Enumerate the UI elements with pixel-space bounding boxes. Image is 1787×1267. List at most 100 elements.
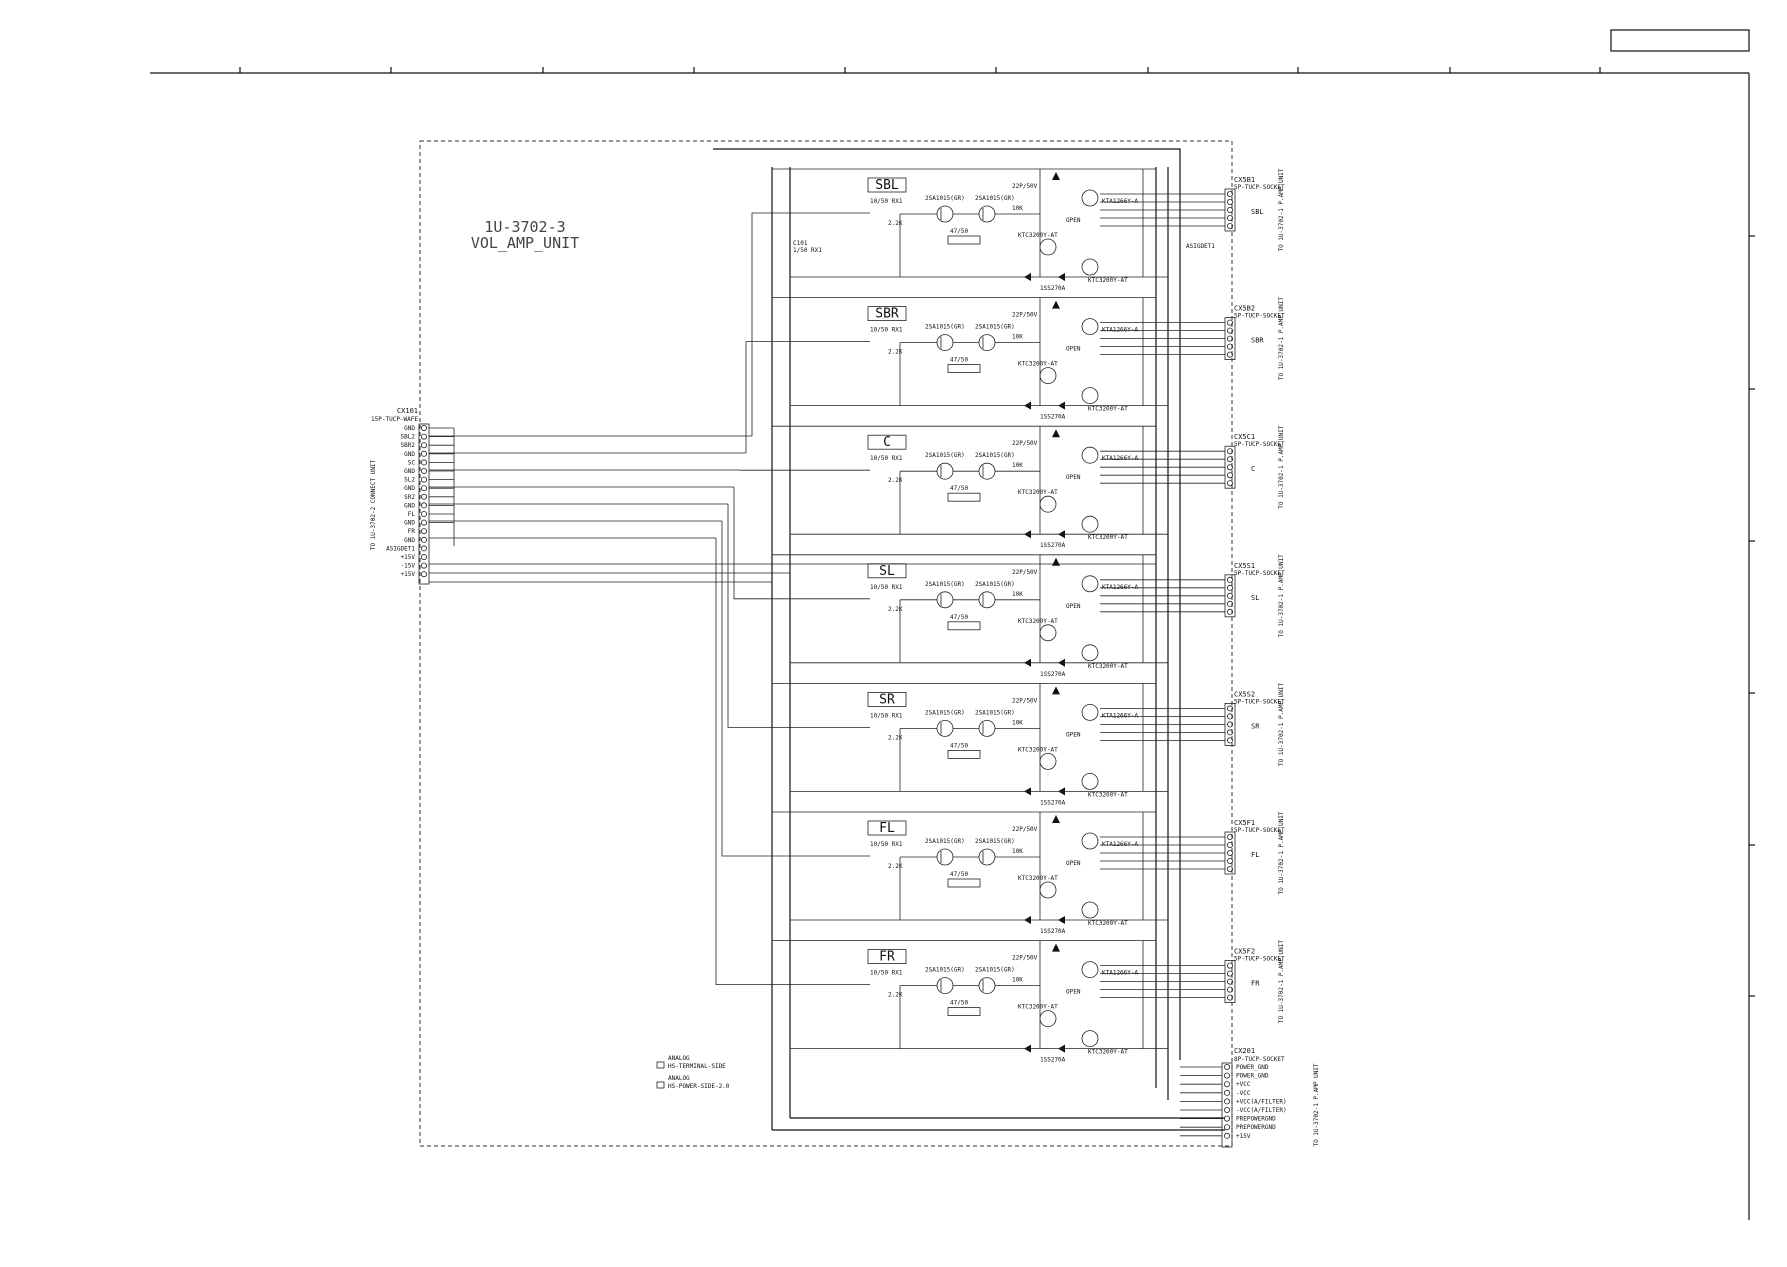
input-pin [421,434,426,439]
q-out-npn-label: KTC3200Y-AT [1018,875,1058,882]
q-in-label: 2SA1015(GR) [925,324,965,331]
cap-small-label: 22P/50V [1012,312,1038,319]
transistor-npn [1040,1011,1056,1027]
c101-ref: C101 [793,240,808,247]
diode-label: 1SS270A [1040,542,1066,549]
cap-in-label: 10/50 RX1 [870,841,903,848]
legend-text-2: HS-POWER-SIDE-2.0 [668,1083,730,1090]
cap-fb-label: 47/50 [950,742,968,749]
diode-symbol [1052,301,1060,309]
channel-input-wire [722,521,870,856]
r-in-label: 2.2K [888,734,903,741]
power-pin [1224,1073,1229,1078]
r-fb-label: 10K [1012,462,1023,469]
power-connector: CX201 8P-TUCP-SOCKET POWER_GNDPOWER_GND+… [1180,1047,1320,1147]
input-pin-label: SL2 [404,477,415,484]
q-out-npn-label: KTC3200Y-AT [1018,618,1058,625]
cap-in-label: 10/50 RX1 [870,327,903,334]
input-pin [421,529,426,534]
r-fb-label: 10K [1012,205,1023,212]
cap-small-label: 22P/50V [1012,955,1038,962]
socket-pin [1227,481,1232,486]
diode-label: 1SS270A [1040,671,1066,678]
socket-dest: TO 1U-3702-1 P.AMP UNIT [1278,811,1285,894]
open-label: OPEN [1066,731,1081,738]
socket-pin [1227,850,1232,855]
legend: ANALOG HS-TERMINAL-SIDE ANALOG HS-POWER-… [657,1055,730,1090]
power-connector-type: 8P-TUCP-SOCKET [1234,1056,1285,1063]
cap-small-label: 22P/50V [1012,569,1038,576]
q-in-label: 2SA1015(GR) [975,709,1015,716]
r-in-label: 2.2K [888,349,903,356]
input-pin-label: ASIGDET1 [386,545,415,552]
q-out-npn-label: KTC3200Y-AT [1018,232,1058,239]
socket-channel-label: C [1251,465,1255,473]
diode-symbol [1052,944,1060,952]
input-pin [421,451,426,456]
input-connector-type: 15P-TUCP-WAFE [371,416,418,423]
power-pin-label: +VCC(A/FILTER) [1236,1098,1287,1105]
input-pin-label: SBL2 [401,434,416,441]
open-label: OPEN [1066,346,1081,353]
transistor-npn [1082,902,1098,918]
r-fb-label: 10K [1012,848,1023,855]
power-pin-label: -VCC(A/FILTER) [1236,1107,1287,1114]
q-out-npn-label: KTC3200Y-AT [1088,791,1128,798]
legend-text-1: HS-TERMINAL-SIDE [668,1063,726,1070]
cap-small-label: 22P/50V [1012,826,1038,833]
q-out-npn-label: KTC3200Y-AT [1088,920,1128,927]
cap-small-label: 22P/50V [1012,697,1038,704]
transistor-symbol [979,206,995,222]
socket-pin [1227,320,1232,325]
channel-input-wire [728,504,870,727]
q-in-label: 2SA1015(GR) [975,838,1015,845]
transistor-npn [1040,368,1056,384]
input-pin [421,537,426,542]
input-pin-label: +15V [401,571,416,578]
socket-ref: CX5S1 [1234,562,1255,570]
power-connector-ref: CX201 [1234,1047,1255,1055]
transistor-symbol [979,592,995,608]
input-pin-label: GND [404,485,415,492]
channel-label: FL [879,821,895,836]
q-in-label: 2SA1015(GR) [975,967,1015,974]
channel-input-wire [716,538,870,985]
open-label: OPEN [1066,603,1081,610]
input-pin [421,520,426,525]
socket-channel-label: SR [1251,722,1260,730]
socket-pin [1227,207,1232,212]
channel-fr: FR 10/50 RX1 2.2K 2SA1015(GR) 2SA1015(GR) 22P… [716,538,1285,1064]
socket-pin [1227,199,1232,204]
transistor-npn [1082,516,1098,532]
legend-title-1: ANALOG [668,1055,690,1062]
transistor-npn [1082,259,1098,275]
power-pin [1224,1125,1229,1130]
cap-small-label: 22P/50V [1012,183,1038,190]
open-label: OPEN [1066,217,1081,224]
transistor-symbol [979,720,995,736]
input-pin [421,572,426,577]
channel-label: C [883,435,891,450]
socket-body [1225,189,1235,231]
q-in-label: 2SA1015(GR) [975,581,1015,588]
cap-in-label: 10/50 RX1 [870,712,903,719]
socket-dest: TO 1U-3702-1 P.AMP UNIT [1278,940,1285,1023]
diode-label: 1SS270A [1040,414,1066,421]
channel-label: SL [879,564,895,579]
q-in-label: 2SA1015(GR) [925,581,965,588]
input-pin [421,477,426,482]
transistor-symbol [979,978,995,994]
input-pin-label: SR2 [404,494,415,501]
legend-symbol-1 [657,1062,664,1068]
input-pin-label: GND [404,502,415,509]
cap-fb-label: 47/50 [950,228,968,235]
input-pin [421,546,426,551]
power-pin-label: +15V [1236,1133,1251,1140]
socket-pin [1227,585,1232,590]
diode-symbol [1052,686,1060,694]
socket-channel-label: FR [1251,980,1260,988]
transistor-symbol [937,463,953,479]
input-pin [421,511,426,516]
socket-pin [1227,473,1232,478]
